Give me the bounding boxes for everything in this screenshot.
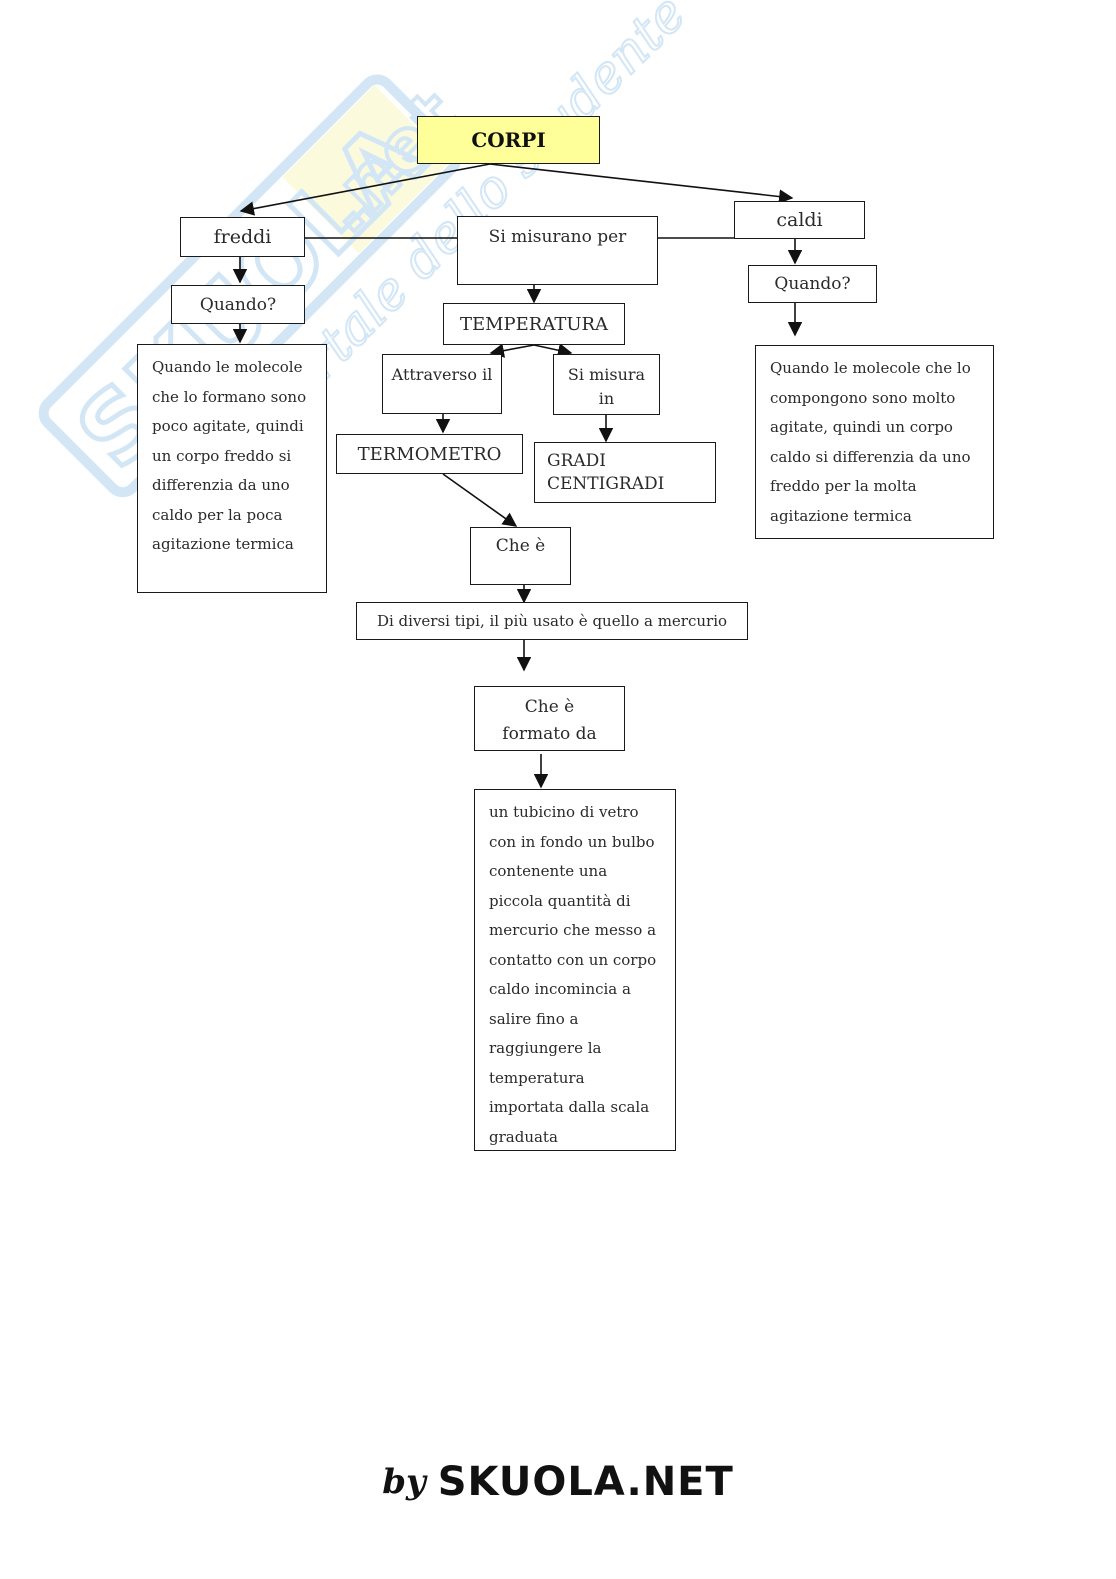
node-freddi-label: freddi [213, 226, 272, 248]
node-termometro: TERMOMETRO [336, 434, 523, 474]
arrow-temperatura-simisura [533, 343, 573, 358]
node-temperatura-label: TEMPERATURA [459, 313, 609, 335]
arrow-termometro-chee [442, 473, 518, 527]
node-che-e: Che è [470, 527, 571, 585]
footer-branding: by SKUOLA.NET [0, 1452, 1116, 1512]
node-freddi: freddi [180, 217, 305, 257]
node-che-e-label: Che è [495, 536, 546, 556]
node-si-misurano-per-label: Si misurano per [488, 227, 627, 247]
node-che-e-formato-da: Che è formato da [474, 686, 625, 751]
node-si-misurano-per: Si misurano per [457, 216, 658, 285]
node-desc-termometro-text: un tubicino di vetro con in fondo un bul… [489, 803, 657, 1146]
node-termometro-label: TERMOMETRO [357, 443, 502, 465]
node-quando-freddi: Quando? [171, 285, 305, 324]
arrow-corpi-caldi [489, 163, 794, 204]
node-gradi-centigradi-label: GRADI CENTIGRADI [547, 451, 665, 494]
node-si-misura-in-label: Si misura in [567, 365, 646, 408]
footer-by: by [382, 1462, 426, 1502]
node-desc-termometro: un tubicino di vetro con in fondo un bul… [474, 789, 676, 1151]
node-si-misura-in: Si misura in [553, 354, 660, 415]
node-caldi-label: caldi [776, 209, 823, 231]
node-corpi-label: CORPI [471, 128, 546, 152]
node-corpi: CORPI [417, 116, 600, 164]
node-che-e-formato-da-label: Che è formato da [502, 697, 597, 744]
node-desc-caldi: Quando le molecole che lo compongono son… [755, 345, 994, 539]
node-caldi: caldi [734, 201, 865, 239]
node-desc-freddi-text: Quando le molecole che lo formano sono p… [152, 358, 307, 553]
arrow-corpi-freddi [239, 163, 491, 216]
node-gradi-centigradi: GRADI CENTIGRADI [534, 442, 716, 503]
footer-brand-logo: SKUOLA.NET [437, 1459, 734, 1505]
node-desc-caldi-text: Quando le molecole che lo compongono son… [770, 359, 971, 525]
node-quando-caldi-label: Quando? [774, 274, 851, 294]
node-attraverso-il-label: Attraverso il [391, 365, 493, 384]
node-di-diversi-tipi: Di diversi tipi, il più usato è quello a… [356, 602, 748, 640]
arrow-temperatura-attraverso [489, 343, 535, 358]
node-temperatura: TEMPERATURA [443, 303, 625, 345]
node-quando-caldi: Quando? [748, 265, 877, 303]
node-quando-freddi-label: Quando? [199, 294, 277, 315]
node-attraverso-il: Attraverso il [382, 354, 502, 414]
node-desc-freddi: Quando le molecole che lo formano sono p… [137, 344, 327, 593]
node-di-diversi-tipi-label: Di diversi tipi, il più usato è quello a… [376, 612, 728, 630]
